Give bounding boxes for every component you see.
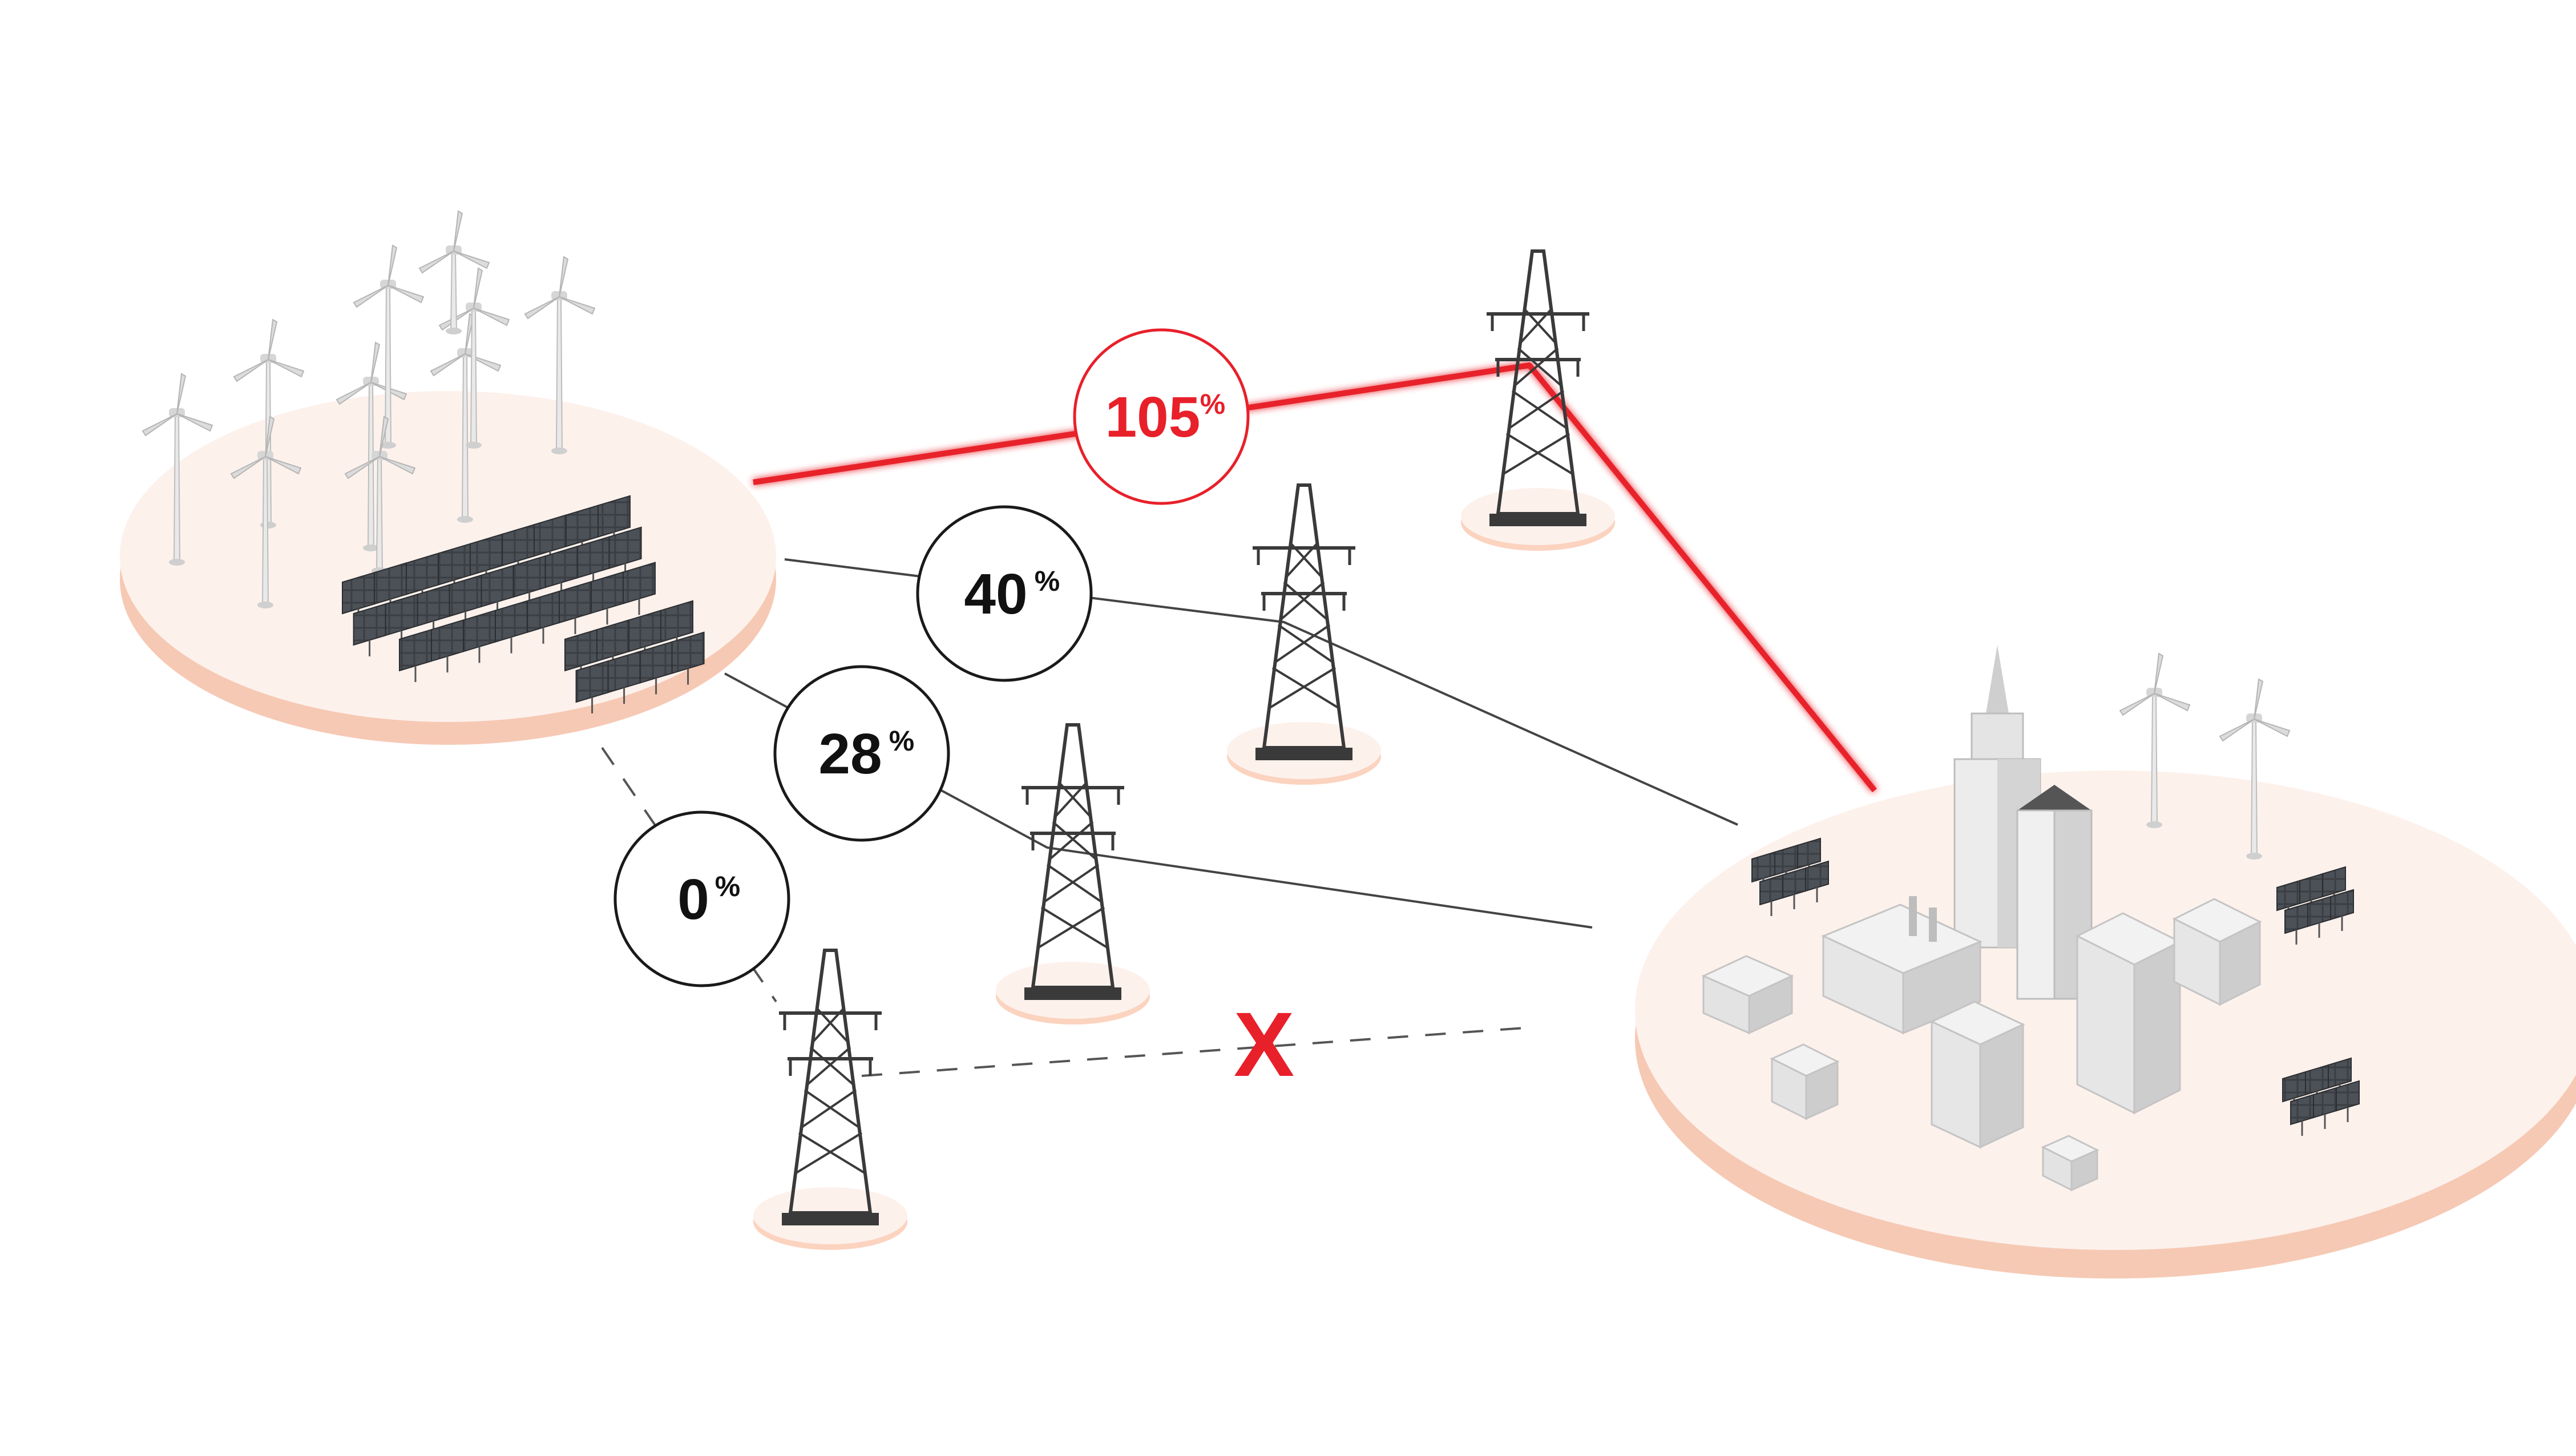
load-unit-40: %: [1035, 565, 1060, 597]
load-value-0: 0: [677, 868, 709, 931]
classical-building: [2172, 898, 2262, 1006]
load-label-105: 105 %: [1073, 328, 1250, 505]
small-building-left: [1701, 955, 1794, 1035]
line-disconnected-dashed: [861, 1026, 1533, 1077]
load-value-105: 105: [1105, 385, 1201, 449]
transmission-tower: [1487, 249, 1589, 526]
solar-panel-array: [2282, 1057, 2360, 1136]
load-label-0: 0 %: [613, 810, 790, 987]
load-value-40: 40: [964, 562, 1027, 626]
factory-building: [1821, 896, 1983, 1035]
wind-turbines: [142, 210, 596, 608]
wind-turbine: [353, 244, 425, 449]
kiosk-building: [2041, 1135, 2099, 1192]
cafe-building: [1770, 1043, 1840, 1120]
towers: [779, 249, 1589, 1225]
tower-pads: [753, 488, 1615, 1250]
solar-panel-array: [399, 562, 656, 682]
solar-panel-array: [564, 600, 705, 713]
residential-block: [2075, 912, 2182, 1115]
tower-shape: [779, 949, 882, 1225]
load-value-28: 28: [818, 722, 882, 786]
load-unit-105: %: [1200, 388, 1225, 420]
overloaded-line: [753, 362, 1877, 793]
solar-panel-array: [342, 495, 642, 656]
midrise-front: [1929, 1001, 2025, 1149]
tower-shape: [1021, 723, 1124, 1000]
load-label-28: 28 %: [773, 665, 950, 842]
tower-shape: [1487, 249, 1589, 526]
wind-turbine: [524, 256, 596, 454]
solar-arrays: [342, 495, 705, 713]
fault-x-mark: X: [1234, 993, 1295, 1095]
city-buildings: [1701, 645, 2262, 1192]
wind-turbine: [230, 416, 302, 608]
load-label-40: 40 %: [916, 505, 1093, 682]
wind-turbine: [344, 416, 416, 574]
transmission-tower: [1021, 723, 1124, 1000]
transmission-tower: [1253, 483, 1355, 760]
transmission-tower: [779, 949, 882, 1225]
wind-turbine: [2219, 678, 2291, 860]
tower-shape: [1253, 483, 1355, 760]
load-unit-28: %: [889, 725, 914, 757]
solar-panel-array: [1751, 837, 1829, 916]
wind-turbine: [2119, 652, 2191, 828]
load-unit-0: %: [715, 870, 740, 902]
solar-panel-array: [2276, 866, 2354, 945]
wind-turbine: [418, 210, 490, 334]
wind-turbine: [142, 373, 213, 566]
city-turbines: [2119, 652, 2291, 860]
city-solar: [1751, 837, 2360, 1136]
